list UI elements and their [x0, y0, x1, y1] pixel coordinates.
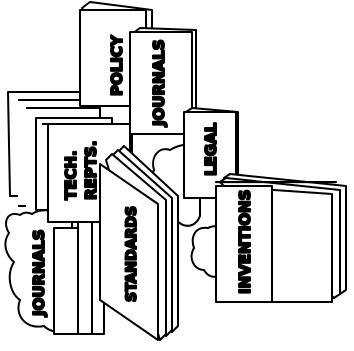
standards-label: STANDARDS: [124, 206, 140, 302]
legal-box: LEGAL: [183, 107, 239, 199]
journals-top-box: JOURNALS: [129, 27, 197, 135]
journals-top-label: JOURNALS: [150, 39, 168, 127]
journals-bottom-label: JOURNALS: [30, 229, 48, 317]
standards-stack: STANDARDS: [99, 145, 179, 341]
legal-label: LEGAL: [202, 122, 220, 176]
inventions-stack: INVENTIONS: [215, 173, 347, 303]
tech-repts-label-line2: REPTS.: [82, 140, 100, 200]
tech-repts-label-line1: TECH.: [62, 150, 80, 200]
journals-bottom-cloud: JOURNALS: [4, 209, 83, 335]
policy-label: POLICY: [108, 34, 126, 96]
inventions-label: INVENTIONS: [236, 190, 254, 294]
